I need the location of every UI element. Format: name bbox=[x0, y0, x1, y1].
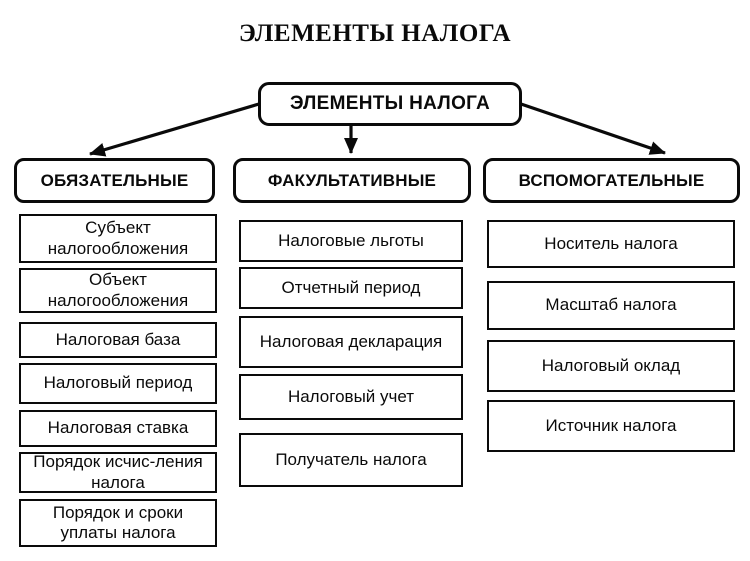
category-label-mandatory: ОБЯЗАТЕЛЬНЫЕ bbox=[40, 170, 189, 190]
node-label: Налоговая база bbox=[55, 329, 181, 349]
node-reporting-period: Отчетный период bbox=[239, 267, 463, 309]
node-label: Порядок и сроки уплаты налога bbox=[52, 502, 184, 542]
node-tax-declaration: Налоговая декларация bbox=[239, 316, 463, 368]
node-label: Налоговая декларация bbox=[259, 331, 443, 351]
node-label: Порядок исчис-ления налога bbox=[33, 452, 203, 492]
category-label-facultative: ФАКУЛЬТАТИВНЫЕ bbox=[267, 170, 437, 190]
page-title: ЭЛЕМЕНТЫ НАЛОГА bbox=[238, 20, 512, 47]
category-label-auxiliary: ВСПОМОГАТЕЛЬНЫЕ bbox=[518, 170, 705, 190]
connector-arrow-left bbox=[89, 102, 260, 157]
category-box-facultative: ФАКУЛЬТАТИВНЫЕ bbox=[233, 158, 471, 203]
node-label: Объект налогообложения bbox=[47, 270, 189, 310]
node-label: Источник налога bbox=[545, 415, 677, 435]
node-label: Налоговый учет bbox=[287, 386, 415, 406]
node-tax-accounting: Налоговый учет bbox=[239, 374, 463, 420]
node-tax-subject: Субъект налогообложения bbox=[19, 214, 217, 263]
node-tax-scale: Масштаб налога bbox=[487, 281, 735, 330]
root-node: ЭЛЕМЕНТЫ НАЛОГА bbox=[258, 82, 522, 126]
node-tax-base: Налоговая база bbox=[19, 322, 217, 358]
node-label: Масштаб налога bbox=[545, 295, 677, 315]
node-tax-source: Источник налога bbox=[487, 400, 735, 452]
node-label: Получатель налога bbox=[275, 449, 427, 469]
node-tax-object: Объект налогообложения bbox=[19, 268, 217, 313]
node-tax-salary: Налоговый оклад bbox=[487, 340, 735, 392]
node-label: Носитель налога bbox=[544, 233, 678, 253]
node-tax-payment-terms: Порядок и сроки уплаты налога bbox=[19, 499, 217, 547]
node-tax-benefits: Налоговые льготы bbox=[239, 220, 463, 262]
root-node-label: ЭЛЕМЕНТЫ НАЛОГА bbox=[289, 93, 491, 114]
node-tax-period: Налоговый период bbox=[19, 363, 217, 404]
node-label: Налоговые льготы bbox=[278, 230, 424, 250]
node-label: Налоговый оклад bbox=[541, 355, 681, 375]
node-label: Отчетный период bbox=[281, 277, 421, 297]
category-box-mandatory: ОБЯЗАТЕЛЬНЫЕ bbox=[14, 158, 215, 203]
node-tax-calculation-procedure: Порядок исчис-ления налога bbox=[19, 452, 217, 493]
node-label: Налоговая ставка bbox=[47, 418, 189, 438]
connector-arrow-right bbox=[520, 102, 666, 155]
node-label: Налоговый период bbox=[43, 373, 193, 393]
node-tax-bearer: Носитель налога bbox=[487, 220, 735, 268]
node-tax-recipient: Получатель налога bbox=[239, 433, 463, 487]
node-tax-rate: Налоговая ставка bbox=[19, 410, 217, 447]
category-box-auxiliary: ВСПОМОГАТЕЛЬНЫЕ bbox=[483, 158, 740, 203]
node-label: Субъект налогообложения bbox=[47, 218, 189, 258]
